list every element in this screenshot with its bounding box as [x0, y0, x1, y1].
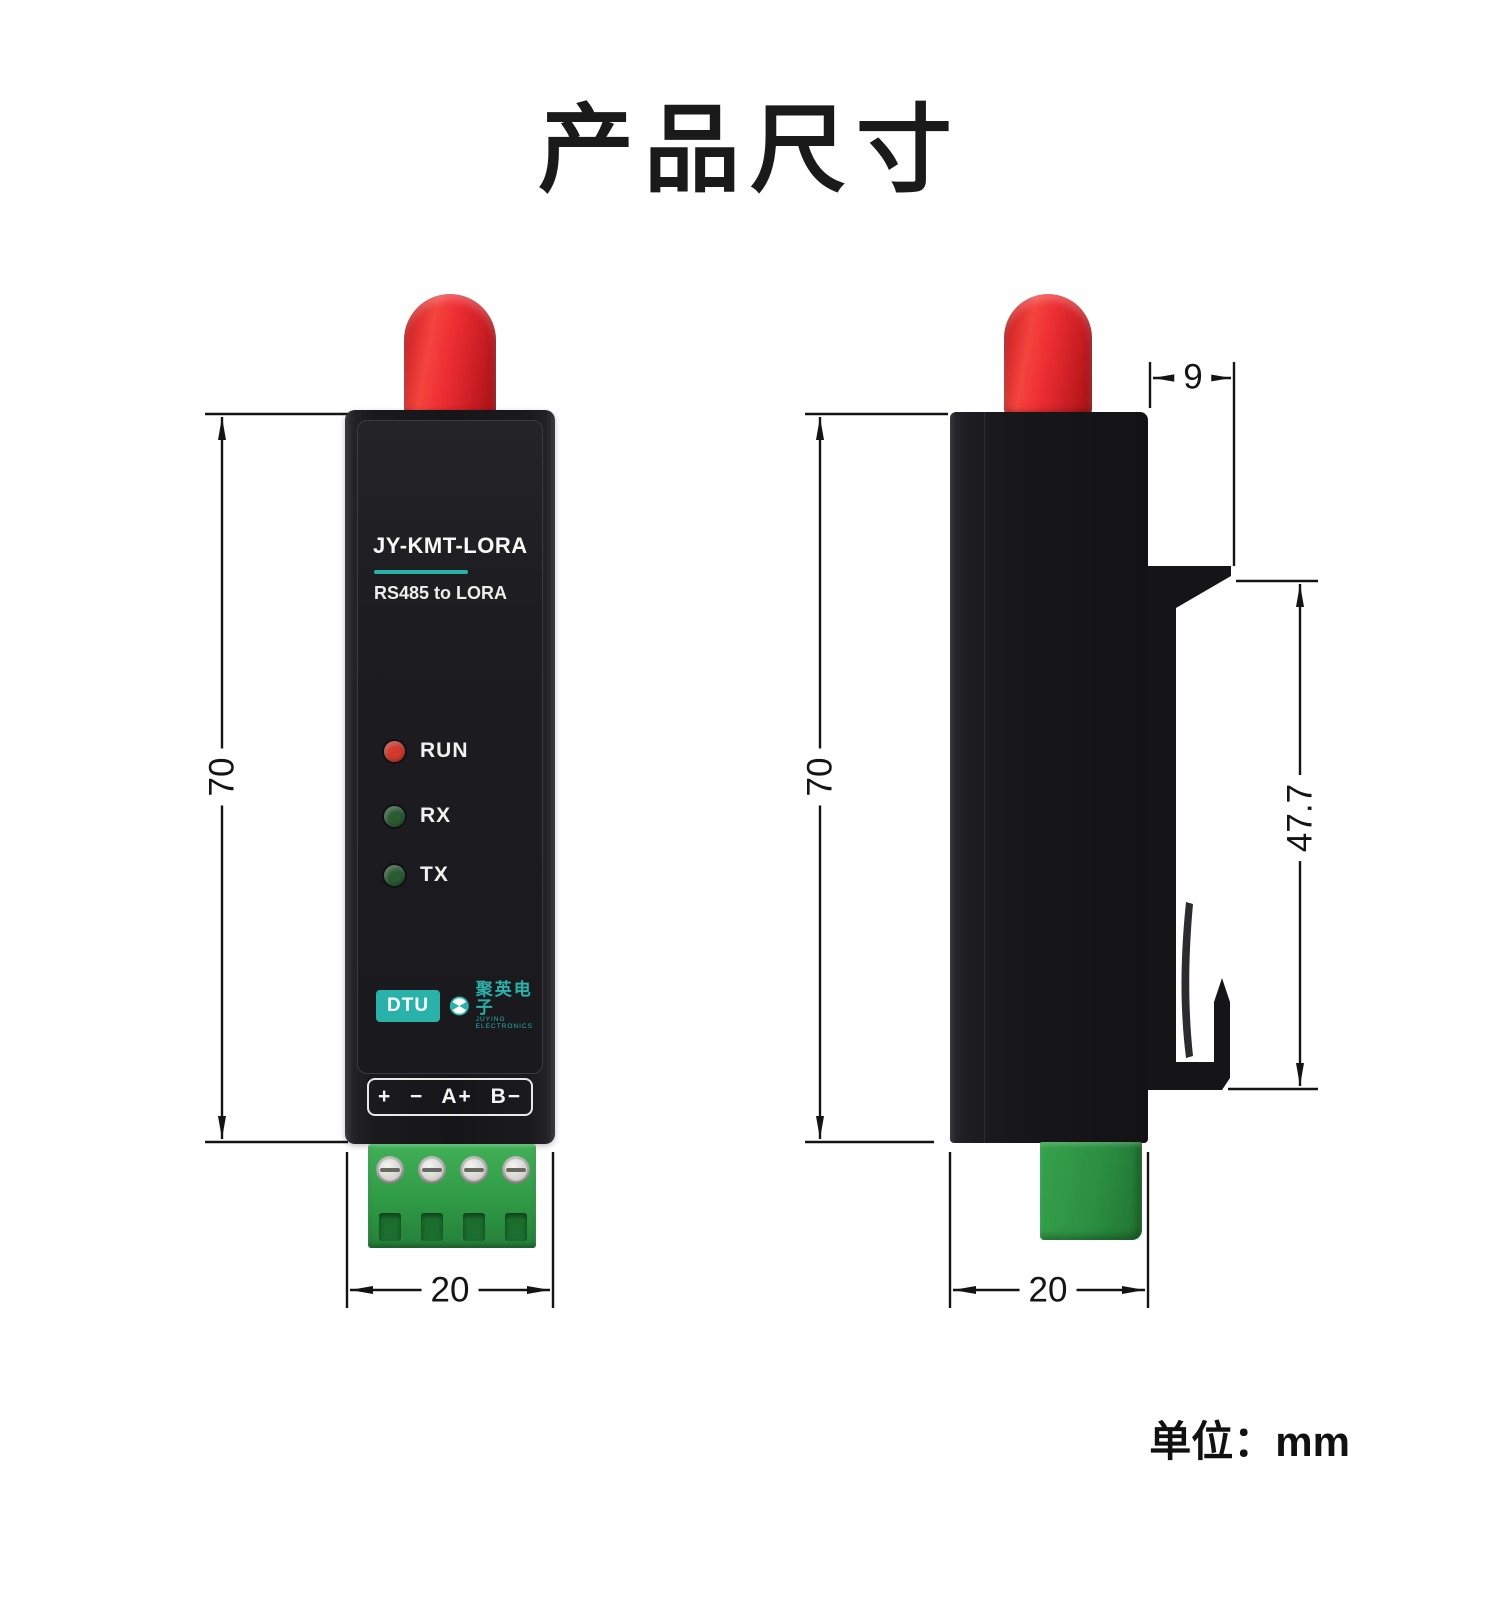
- pinwheel-logo-icon: [449, 996, 469, 1016]
- din-clip-plate: [1148, 566, 1231, 1090]
- device-front-view: JY-KMT-LORA RS485 to LORA RUN RX TX DTU: [345, 410, 555, 1144]
- run-led: [384, 740, 405, 762]
- terminal-pinout-label: + − A+ B−: [367, 1078, 533, 1116]
- terminal-screw: [376, 1156, 404, 1184]
- tx-led: [384, 864, 405, 886]
- model-underline: [374, 570, 468, 574]
- model-subtitle: RS485 to LORA: [374, 583, 508, 603]
- device-side-view: [950, 412, 1148, 1143]
- brand-row: DTU 聚英电子 JUYING ELECTRONICS: [376, 981, 542, 1030]
- page-title: 产品尺寸: [538, 97, 962, 204]
- rx-led: [384, 805, 405, 827]
- led-row-tx: TX: [384, 863, 449, 887]
- brand-subtext: JUYING ELECTRONICS: [475, 1015, 533, 1030]
- led-row-rx: RX: [384, 804, 451, 828]
- terminal-slot: [463, 1213, 485, 1241]
- rx-led-label: RX: [420, 804, 452, 827]
- terminal-slot: [421, 1213, 443, 1241]
- terminal-slot: [505, 1213, 527, 1241]
- din-clip-latch: [1176, 978, 1230, 1090]
- terminal-screw: [418, 1156, 446, 1184]
- terminal-screw: [460, 1156, 488, 1184]
- front-face-panel: JY-KMT-LORA RS485 to LORA RUN RX TX DTU: [357, 420, 543, 1074]
- terminal-slot: [379, 1213, 401, 1241]
- extension-lines: [205, 362, 1318, 1308]
- din-clip-spring: [1181, 902, 1193, 1058]
- unit-note: 单位：mm: [1149, 1418, 1350, 1465]
- antenna-front: [404, 294, 496, 418]
- tx-led-label: TX: [420, 863, 449, 886]
- terminal-block-front: [368, 1144, 536, 1248]
- din-rail-clip: [1148, 566, 1231, 1090]
- antenna-side: [1004, 294, 1092, 416]
- run-led-label: RUN: [420, 739, 469, 762]
- dtu-badge: DTU: [376, 989, 441, 1022]
- model-name: JY-KMT-LORA: [373, 533, 528, 558]
- led-row-run: RUN: [384, 739, 469, 763]
- brand-name: 聚英电子: [475, 980, 533, 1017]
- terminal-screw: [502, 1156, 530, 1184]
- brand-logo: 聚英电子 JUYING ELECTRONICS: [449, 981, 542, 1030]
- terminal-block-side: [1040, 1142, 1142, 1240]
- brand-text: 聚英电子 JUYING ELECTRONICS: [476, 981, 542, 1030]
